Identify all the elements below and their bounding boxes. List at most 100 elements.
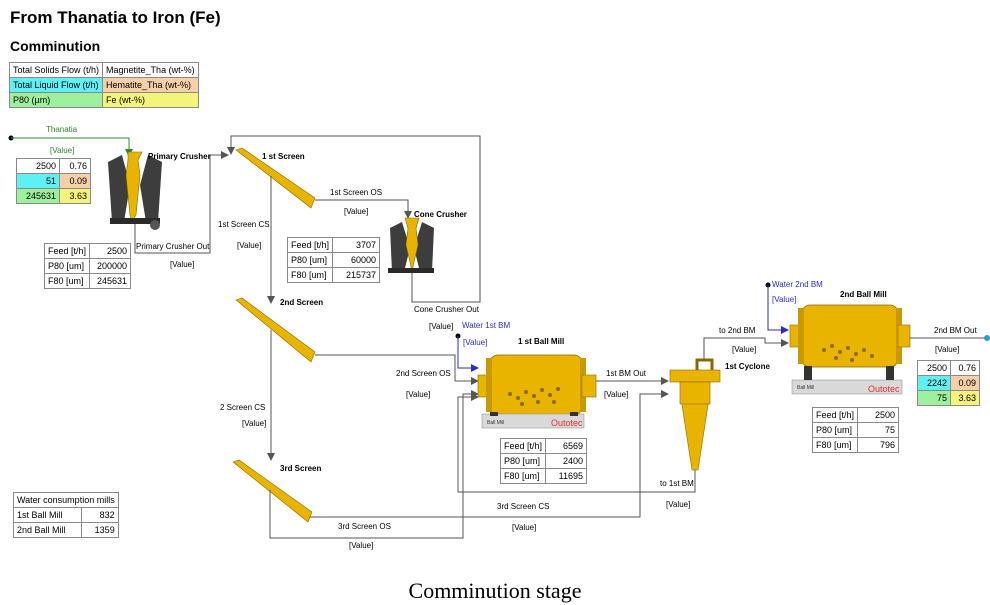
screen1-cs-label: 1st Screen CS xyxy=(218,220,270,229)
cell: P80 [um] xyxy=(43,258,91,274)
bm2-out-value: [Value] xyxy=(935,345,960,354)
ball-mill-2-label: 2nd Ball Mill xyxy=(840,290,887,299)
cone-crusher-label: Cone Crusher xyxy=(414,210,467,219)
cone-crusher-out-value: [Value] xyxy=(429,322,454,331)
screen-1[interactable] xyxy=(235,147,316,209)
water-2nd-bm-value: [Value] xyxy=(772,295,797,304)
page-title: From Thanatia to Iron (Fe) xyxy=(10,8,221,27)
water-1st-bm-label: Water 1st BM xyxy=(462,321,511,330)
legend-table: Total Solids Flow (t/h)Magnetite_Tha (wt… xyxy=(8,62,199,108)
cell: 796 xyxy=(857,437,900,453)
to-1st-bm-label: to 1st BM xyxy=(660,479,694,488)
legend-cell: P80 (µm) xyxy=(8,92,104,108)
water-1st-bm-stream[interactable] xyxy=(455,333,479,372)
cell: F80 [um] xyxy=(43,273,91,289)
screen1-os-label: 1st Screen OS xyxy=(330,188,383,197)
screen-2[interactable] xyxy=(235,297,316,363)
bm1-out-label: 1st BM Out xyxy=(606,369,647,378)
water-2nd-bm-label: Water 2nd BM xyxy=(772,280,823,289)
primary-crusher-out-label: Primary Crusher Out xyxy=(136,242,210,251)
screen2-os-stream[interactable] xyxy=(315,354,479,385)
primary-crusher-label: Primary Crusher xyxy=(148,152,211,161)
cell: 2400 xyxy=(545,453,588,469)
cell: 200000 xyxy=(89,258,132,274)
screen-3[interactable] xyxy=(232,459,313,523)
water-header: Water consumption mills xyxy=(13,492,119,508)
outotec-logo: Outotec xyxy=(868,384,900,394)
cell: F80 [um] xyxy=(286,267,334,283)
cell: 0.76 xyxy=(59,158,91,174)
ball-mill-2-box: Feed [t/h]2500 P80 [um]75 F80 [um]796 xyxy=(811,407,900,453)
screen1-label: 1 st Screen xyxy=(262,152,305,161)
screen3-cs-to-cyclone[interactable] xyxy=(639,390,669,492)
thanatia-stream[interactable] xyxy=(8,135,133,157)
cell: 832 xyxy=(80,507,119,523)
cone-crusher-box: Feed [t/h]3707 P80 [um]60000 F80 [um]215… xyxy=(286,237,381,283)
to-1st-bm-value: [Value] xyxy=(666,500,691,509)
cell: Feed [t/h] xyxy=(43,243,91,259)
cell: P80 [um] xyxy=(811,422,859,438)
screen2-os-value: [Value] xyxy=(406,390,431,399)
cell: Feed [t/h] xyxy=(811,407,859,423)
cell: 215737 xyxy=(332,267,381,283)
screen2-os-label: 2nd Screen OS xyxy=(396,369,451,378)
ball-mill-1[interactable] xyxy=(477,354,597,429)
bm1-out-value: [Value] xyxy=(604,390,629,399)
cell: 0.09 xyxy=(950,375,980,391)
screen3-os-value: [Value] xyxy=(349,541,374,550)
ball-mill-1-box: Feed [t/h]6569 P80 [um]2400 F80 [um]1169… xyxy=(499,438,588,484)
to-2nd-bm-label: to 2nd BM xyxy=(719,326,756,335)
cell: 6569 xyxy=(545,438,588,454)
bm2-out-stream[interactable] xyxy=(910,335,990,341)
water-2nd-bm-stream[interactable] xyxy=(765,282,789,334)
cell: P80 [um] xyxy=(286,252,334,268)
cell: 2500 xyxy=(857,407,900,423)
ball-mill-tag: Ball Mill xyxy=(797,385,815,391)
cell: Feed [t/h] xyxy=(499,438,547,454)
screen1-os-value: [Value] xyxy=(344,207,369,216)
cell: Feed [t/h] xyxy=(286,237,334,253)
cell: 245631 xyxy=(16,188,60,204)
primary-crusher-box: Feed [t/h]2500 P80 [um]200000 F80 [um]24… xyxy=(43,243,132,289)
outotec-logo: Outotec xyxy=(551,418,583,428)
screen3-os-stream[interactable] xyxy=(269,390,479,539)
thanatia-value: [Value] xyxy=(50,146,75,155)
screen1-cs-value: [Value] xyxy=(237,241,262,250)
cell: 3.63 xyxy=(59,188,91,204)
to-2nd-bm-value: [Value] xyxy=(732,345,757,354)
ball-mill-1-label: 1 st Ball Mill xyxy=(518,337,565,346)
to-2nd-bm-stream[interactable] xyxy=(703,337,789,360)
to-1st-bm-stream[interactable] xyxy=(457,393,696,493)
cell: 0.09 xyxy=(59,173,91,189)
cone-crusher-out-stream[interactable] xyxy=(227,135,481,303)
primary-crusher-out-value: [Value] xyxy=(170,260,195,269)
water-1st-bm-value: [Value] xyxy=(463,338,488,347)
bm2-out-label: 2nd BM Out xyxy=(934,326,977,335)
primary-crusher[interactable] xyxy=(108,151,162,230)
cell: 245631 xyxy=(89,273,132,289)
cell: F80 [um] xyxy=(499,468,547,484)
cone-crusher-out-label: Cone Crusher Out xyxy=(414,305,479,314)
flowsheet-diagram xyxy=(8,135,990,539)
cell: 2242 xyxy=(917,375,951,391)
cone-crusher[interactable] xyxy=(388,217,434,273)
cyclone-label: 1st Cyclone xyxy=(725,362,770,371)
cell: 11695 xyxy=(545,468,588,484)
cell: 1359 xyxy=(80,522,119,538)
screen1-os-stream[interactable] xyxy=(315,199,412,219)
screen3-os-label: 3rd Screen OS xyxy=(338,522,391,531)
cyclone-1[interactable] xyxy=(669,358,721,471)
screen3-cs-stream[interactable] xyxy=(310,490,641,518)
cell: 3.63 xyxy=(950,390,980,406)
legend-cell: Fe (wt-%) xyxy=(102,92,199,108)
cell: P80 [um] xyxy=(499,453,547,469)
cell: 51 xyxy=(16,173,60,189)
ball-mill-tag: Ball Mill xyxy=(487,420,505,426)
cell: 2nd Ball Mill xyxy=(13,522,82,538)
screen3-cs-label: 3rd Screen CS xyxy=(497,502,550,511)
primary-crusher-out-stream[interactable] xyxy=(134,151,229,254)
ball-mill-2[interactable] xyxy=(789,304,911,395)
